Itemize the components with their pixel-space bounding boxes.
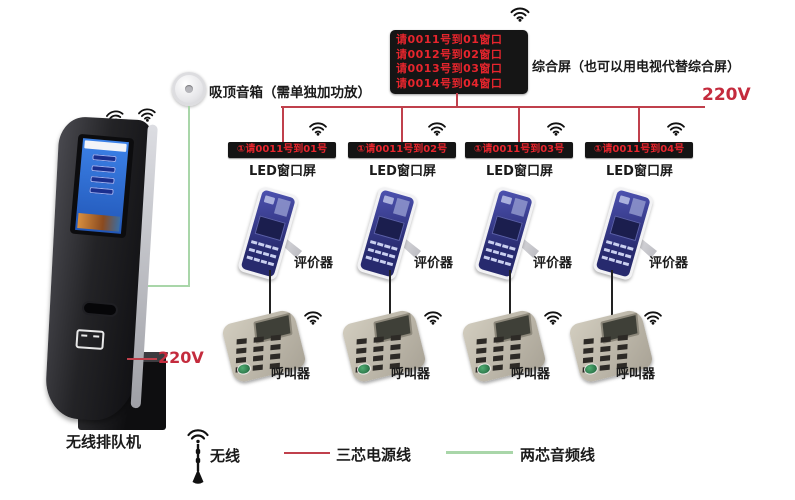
evaluator-label: 评价器 — [294, 256, 334, 271]
kiosk-screen-button — [90, 175, 115, 185]
caller-label: 呼叫器 — [616, 367, 656, 382]
kiosk-screen — [69, 133, 135, 239]
ceiling-speaker — [172, 72, 206, 106]
connector-wire — [509, 270, 511, 318]
power-line-kiosk — [127, 358, 157, 360]
caller-label: 呼叫器 — [391, 367, 431, 382]
kiosk-screen-banner — [77, 213, 121, 232]
led-screen-label: LED窗口屏 — [486, 164, 553, 179]
evaluator-label: 评价器 — [649, 256, 689, 271]
composite-display: 请0011号到01窗口 请0012号到02窗口 请0013号到03窗口 请001… — [390, 30, 528, 94]
evaluator-label: 评价器 — [533, 256, 573, 271]
queue-kiosk — [40, 108, 180, 438]
wifi-icon — [423, 309, 445, 326]
composite-display-label: 综合屏（也可以用电视代替综合屏） — [532, 60, 741, 75]
connector-wire — [611, 270, 613, 318]
evaluator-device — [230, 185, 310, 282]
wifi-icon — [509, 5, 531, 22]
legend-audio-label: 两芯音频线 — [520, 446, 596, 464]
led-window-screen: ①请0011号到02号 — [348, 142, 456, 158]
composite-display-line: 请0011号到01窗口 — [396, 33, 503, 46]
led-window-screen: ①请0011号到04号 — [585, 142, 693, 158]
wifi-icon — [546, 120, 568, 137]
kiosk-label: 无线排队机 — [66, 433, 142, 451]
wifi-icon — [303, 309, 325, 326]
led-window-screen: ①请0011号到03号 — [465, 142, 573, 158]
power-drop-line — [401, 107, 403, 142]
legend-wireless-label: 无线 — [210, 447, 241, 465]
legend-power-line-sample — [284, 452, 330, 454]
led-window-screen: ①请0011号到01号 — [228, 142, 336, 158]
power-bus-line — [281, 106, 705, 108]
wifi-icon — [308, 120, 330, 137]
kiosk-screen-button — [91, 165, 116, 174]
legend-audio-line-sample — [446, 451, 513, 454]
led-screen-label: LED窗口屏 — [606, 164, 673, 179]
wifi-icon — [643, 309, 665, 326]
kiosk-screen-button — [89, 186, 114, 196]
composite-display-line: 请0014号到04窗口 — [396, 76, 503, 90]
caller-label: 呼叫器 — [271, 367, 311, 382]
kiosk-screen-button — [92, 154, 117, 163]
composite-display-line: 请0013号到03窗口 — [396, 62, 503, 75]
audio-line-horizontal — [122, 285, 190, 287]
evaluator-device — [467, 185, 547, 282]
wifi-icon — [543, 309, 565, 326]
evaluator-device — [585, 185, 665, 282]
power-drop-line — [638, 107, 640, 142]
led-screen-label: LED窗口屏 — [249, 164, 316, 179]
voltage-label-kiosk: 220V — [158, 348, 204, 367]
ceiling-speaker-label: 吸顶音箱（需单独加功放） — [209, 85, 371, 101]
audio-line-vertical — [188, 106, 190, 286]
kiosk-printer-icon — [75, 329, 105, 350]
evaluator-device — [349, 185, 429, 282]
kiosk-screen-header — [84, 140, 127, 152]
connector-wire — [269, 270, 271, 318]
wifi-icon — [666, 120, 688, 137]
legend-power-label: 三芯电源线 — [336, 446, 412, 464]
composite-display-line: 请0012号到02窗口 — [396, 47, 503, 61]
wifi-icon — [427, 120, 449, 137]
voltage-label-top: 220V — [702, 85, 751, 105]
led-screen-label: LED窗口屏 — [369, 164, 436, 179]
power-drop-line — [518, 107, 520, 142]
antenna-icon — [183, 427, 213, 489]
wifi-icon — [136, 105, 159, 123]
power-drop-line — [282, 107, 284, 142]
connector-wire — [389, 270, 391, 318]
evaluator-label: 评价器 — [414, 256, 454, 271]
power-line-main-drop — [456, 93, 458, 107]
caller-label: 呼叫器 — [511, 367, 551, 382]
